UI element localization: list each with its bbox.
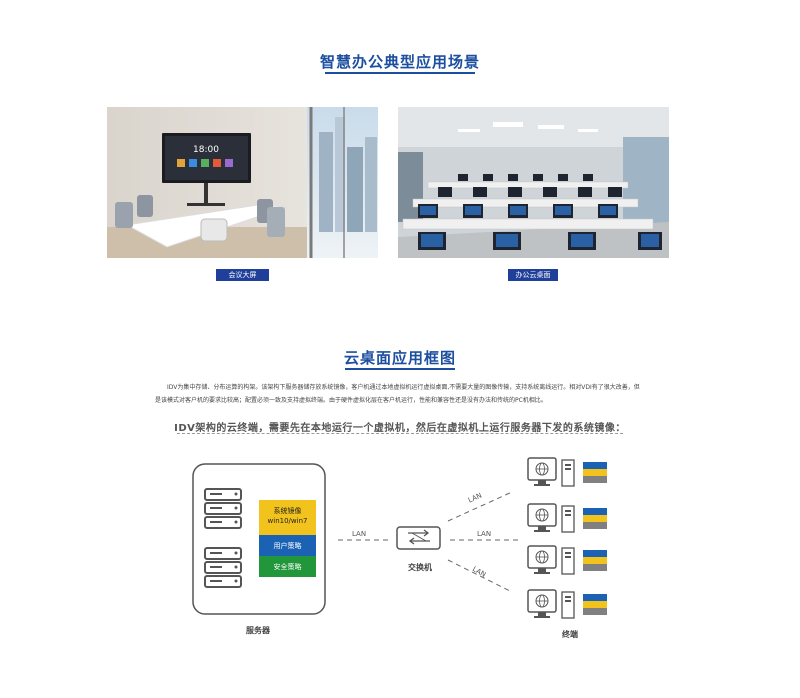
- caption-office-cloud-desktop: 办公云桌面: [508, 269, 558, 281]
- switch-icon: [396, 526, 441, 550]
- terminal-icon-2: [527, 503, 607, 533]
- switch-label: 交换机: [408, 563, 432, 572]
- server-label: 服务器: [246, 626, 270, 635]
- caption-meeting-screen: 会议大屏: [216, 269, 269, 281]
- server-rack-icon-top: [204, 488, 242, 529]
- section-title-cloud-desktop-diagram: 云桌面应用框图: [0, 347, 800, 370]
- system-image-block: [259, 500, 316, 535]
- user-policy-label: 用户策略: [273, 542, 302, 550]
- lan-label-server: LAN: [352, 530, 367, 538]
- idv-description: IDV为集中存储、分布运算的构架。该架构下服务器储存放系统镜像，客户机通过本地虚…: [155, 384, 640, 404]
- user-policy-block: [259, 535, 316, 556]
- security-policy-block: [259, 556, 316, 577]
- terminal-icon-4: [527, 589, 607, 619]
- meeting-room-photo: 18:00: [107, 107, 378, 258]
- office-desks-photo: [398, 107, 669, 258]
- lan-label-terminal-2: LAN: [477, 530, 492, 538]
- system-image-label: 系统镜像 win10/win7: [267, 507, 308, 525]
- security-policy-label: 安全策略: [273, 563, 302, 571]
- terminal-icon-1: [527, 457, 607, 487]
- screen-clock: 18:00: [193, 145, 219, 155]
- server-rack-icon-bottom: [204, 547, 242, 588]
- terminal-icon-3: [527, 545, 607, 575]
- idv-subtitle: IDV架构的云终端，需要先在本地运行一个虚拟机，然后在虚拟机上运行服务器下发的系…: [174, 423, 626, 434]
- section-title-scenarios: 智慧办公典型应用场景: [0, 51, 800, 74]
- terminal-label: 终端: [562, 630, 578, 639]
